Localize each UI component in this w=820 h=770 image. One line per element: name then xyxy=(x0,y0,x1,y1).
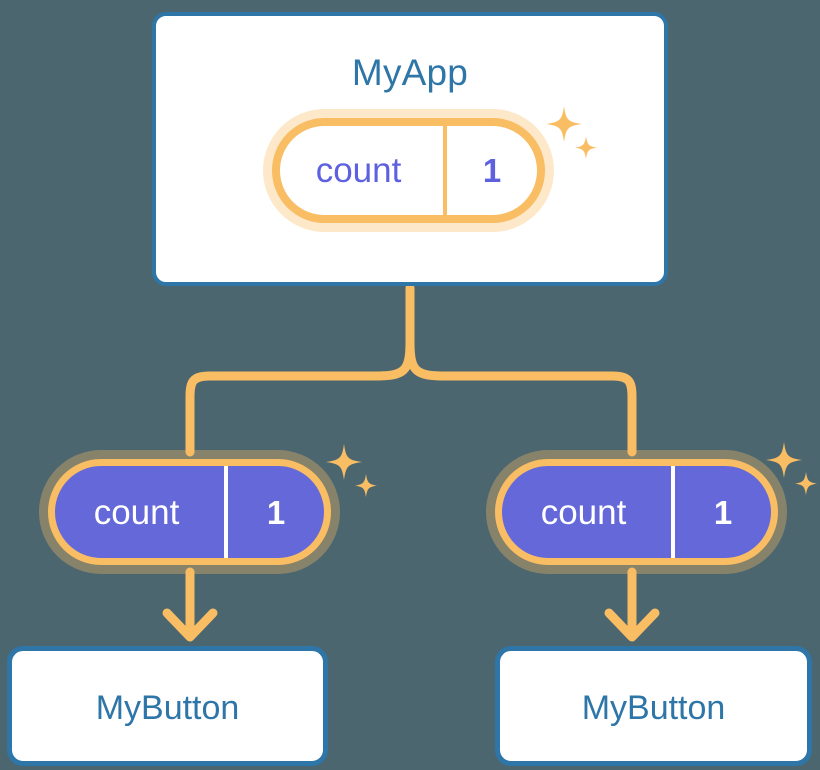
state-flow-arrow-right-head xyxy=(604,608,660,642)
state-flow-branch-right xyxy=(405,337,637,457)
state-pill-child-right[interactable]: count 1 xyxy=(495,459,778,565)
component-card-mybutton-left[interactable]: MyButton xyxy=(7,646,328,766)
component-card-mybutton-right[interactable]: MyButton xyxy=(495,646,812,766)
state-flow-arrow-left-head xyxy=(162,608,218,642)
state-pill-child-left-value: 1 xyxy=(224,466,324,558)
state-pill-root-key: count xyxy=(315,151,402,190)
page-title: MyApp xyxy=(351,52,469,93)
state-flow-branch-left xyxy=(185,337,415,457)
state-pill-child-right-value: 1 xyxy=(671,466,771,558)
state-pill-child-left[interactable]: count 1 xyxy=(48,459,331,565)
state-pill-root-value: 1 xyxy=(443,126,537,215)
state-pill-child-right-key: count xyxy=(540,492,627,532)
component-card-mybutton-right-label: MyButton xyxy=(581,689,726,727)
state-pill-root[interactable]: count 1 xyxy=(272,118,545,223)
state-pill-child-left-key: count xyxy=(93,492,180,532)
component-card-mybutton-left-label: MyButton xyxy=(95,689,240,727)
